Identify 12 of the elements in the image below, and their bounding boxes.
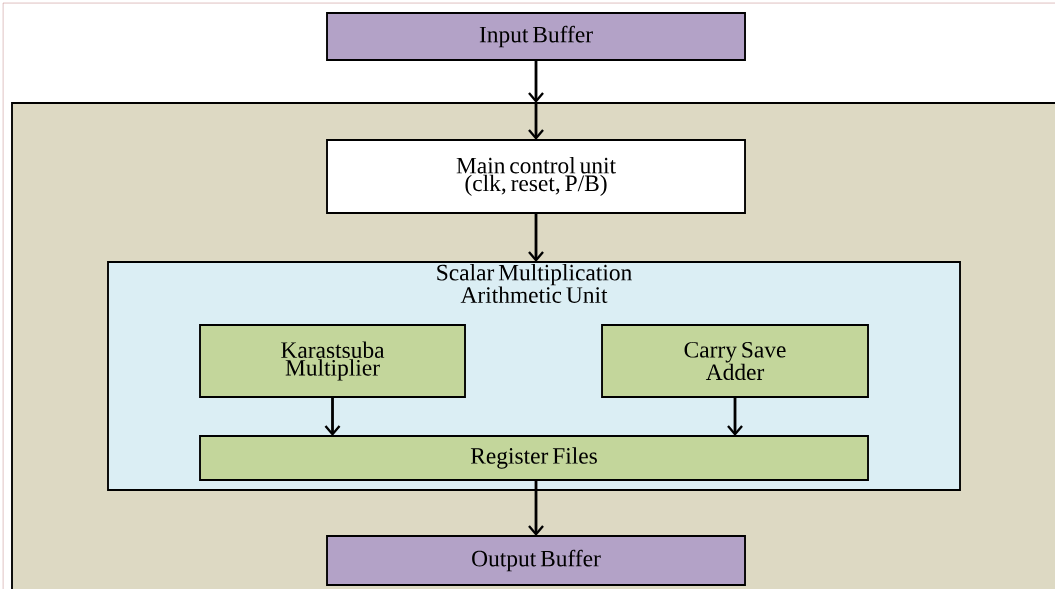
arrow (528, 60, 544, 103)
register-box: Register Files (199, 435, 869, 481)
arrow (324, 397, 341, 436)
control-box: Main control unit (clk, reset, P/B) (326, 139, 746, 214)
adder-box: Carry Save Adder (601, 324, 869, 398)
arrow (727, 397, 743, 436)
arrow (528, 480, 544, 536)
buffer-box: Input Buffer (326, 12, 746, 61)
arrow (528, 103, 544, 140)
buffer-box: Output Buffer (326, 535, 746, 586)
multiplier-box: Karastsuba Multiplier (199, 324, 466, 398)
arrow (528, 213, 544, 262)
